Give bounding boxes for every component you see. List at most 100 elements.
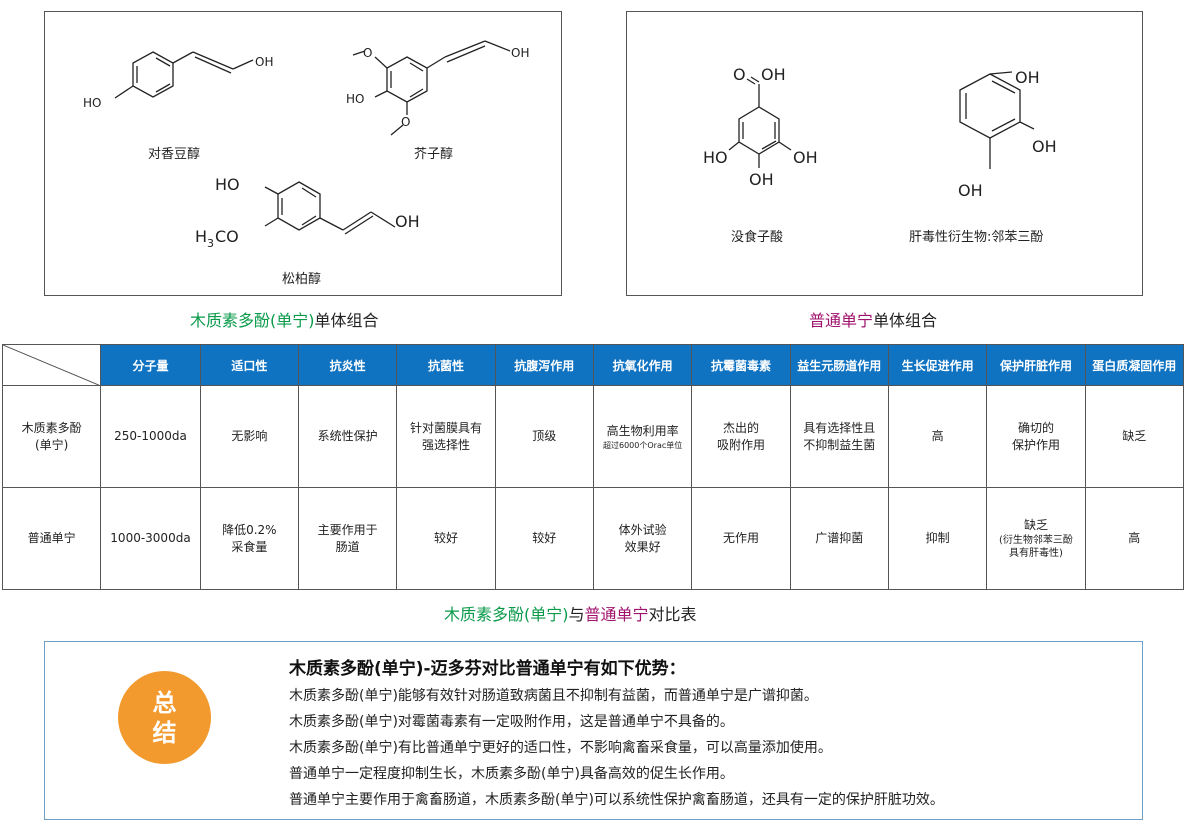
row1-antibacterial-l2: 强选择性 xyxy=(421,437,470,452)
row2-anti-inflammatory: 主要作用于肠道 xyxy=(297,487,398,590)
row1-label-line1: 木质素多酚 xyxy=(21,420,82,435)
table-caption: 木质素多酚(单宁)与普通单宁对比表 xyxy=(444,601,697,625)
mol3-h-label: H xyxy=(195,227,207,246)
row1-anti-inflammatory: 系统性保护 xyxy=(297,385,398,488)
sinapyl-alcohol-name: 芥子醇 xyxy=(414,147,454,162)
summary-line-5: 普通单宁主要作用于禽畜肠道，木质素多酚(单宁)可以系统性保护禽畜肠道，还具有一定… xyxy=(289,792,944,808)
header-prebiotic: 益生元肠道作用 xyxy=(789,344,889,386)
mol1-ho-label: HO xyxy=(83,96,101,110)
sinapyl-alcohol-structure: O HO O OH xyxy=(346,40,529,136)
gallic-acid-name: 没食子酸 xyxy=(731,230,784,245)
summary-line-4: 普通单宁一定程度抑制生长，木质素多酚(单宁)具备高效的促生长作用。 xyxy=(289,766,734,782)
row1-liver-l2: 保护作用 xyxy=(1011,437,1060,452)
row1-mycotoxin-l1: 杰出的 xyxy=(722,420,759,435)
gallic-oh-right-label: OH xyxy=(793,148,818,167)
gallic-ho-left-label: HO xyxy=(703,148,728,167)
summary-line-1: 木质素多酚(单宁)能够有效针对肠道致病菌且不抑制有益菌，而普通单宁是广谱抑菌。 xyxy=(289,688,818,704)
row1-mw: 250-1000da xyxy=(100,385,201,488)
row1-palatability: 无影响 xyxy=(199,385,299,488)
mol3-oh-label: OH xyxy=(395,212,420,231)
row2-liver-l1: 缺乏 xyxy=(1023,518,1048,532)
row1-prebiotic: 具有选择性且不抑制益生菌 xyxy=(789,385,889,488)
row2-protein: 高 xyxy=(1084,487,1185,590)
summary-line-2: 木质素多酚(单宁)对霉菌毒素有一定吸附作用，这是普通单宁不具备的。 xyxy=(289,714,734,730)
coniferyl-alcohol-name: 松柏醇 xyxy=(282,272,322,287)
pyrogallol-oh1-label: OH xyxy=(1015,68,1040,87)
summary-badge-char2: 结 xyxy=(152,719,177,747)
row1-prebiotic-l2: 不抑制益生菌 xyxy=(803,437,876,452)
summary-title: 木质素多酚(单宁)-迈多芬对比普通单宁有如下优势： xyxy=(289,659,686,679)
left-structures-caption: 木质素多酚(单宁)单体组合 xyxy=(190,307,379,331)
row2-anti-inflammatory-l1: 主要作用于 xyxy=(317,522,378,537)
row1-antibacterial-l1: 针对菌膜具有 xyxy=(409,420,482,435)
pyrogallol-structure: OH OH OH xyxy=(958,68,1057,200)
mol1-oh-label: OH xyxy=(255,55,273,69)
pyrogallol-name: 肝毒性衍生物:邻苯三酚 xyxy=(909,230,1044,245)
row1-mycotoxin: 杰出的吸附作用 xyxy=(691,385,791,488)
row1-antioxidant-l1: 高生物利用率 xyxy=(606,423,679,438)
row2-mycotoxin: 无作用 xyxy=(691,487,791,590)
mol3-subscript-3: 3 xyxy=(207,237,214,250)
row2-palatability-l2: 采食量 xyxy=(231,539,268,554)
row1-label-line2: (单宁) xyxy=(34,437,69,452)
left-caption-rest: 单体组合 xyxy=(314,311,379,330)
header-antibacterial: 抗菌性 xyxy=(396,344,496,386)
left-caption-colored: 木质素多酚(单宁) xyxy=(190,311,315,330)
row1-anti-diarrhea: 顶级 xyxy=(494,385,594,488)
header-liver-protection: 保护肝脏作用 xyxy=(986,344,1086,386)
header-palatability: 适口性 xyxy=(199,344,299,386)
table-caption-part4: 对比表 xyxy=(648,605,697,624)
header-protein-coagulation: 蛋白质凝固作用 xyxy=(1084,344,1185,386)
gallic-oh-top-label: OH xyxy=(761,65,786,84)
row1-mycotoxin-l2: 吸附作用 xyxy=(716,437,765,452)
row2-palatability-l1: 降低0.2% xyxy=(222,522,277,537)
row2-antioxidant-l1: 体外试验 xyxy=(618,522,667,537)
table-row-lignin-polyphenol: 木质素多酚 (单宁) 250-1000da 无影响 系统性保护 针对菌膜具有强选… xyxy=(1,385,1185,488)
row1-liver-l1: 确切的 xyxy=(1017,420,1054,435)
comparison-table: 分子量 适口性 抗炎性 抗菌性 抗腹泻作用 抗氧化作用 抗霉菌毒素 益生元肠道作… xyxy=(1,344,1185,590)
right-structures-caption: 普通单宁单体组合 xyxy=(809,307,937,331)
row1-protein: 缺乏 xyxy=(1084,385,1185,488)
row2-mw: 1000-3000da xyxy=(100,487,201,590)
mol3-ho-label: HO xyxy=(215,175,240,194)
row2-antibacterial: 较好 xyxy=(396,487,496,590)
row1-antioxidant-l2: 超过6000个Orac单位 xyxy=(603,440,683,450)
header-molecular-weight: 分子量 xyxy=(100,344,201,386)
row2-anti-diarrhea: 较好 xyxy=(494,487,594,590)
row1-label: 木质素多酚 (单宁) xyxy=(1,385,102,488)
gallic-oh-bottom-label: OH xyxy=(749,170,774,189)
row2-liver-l2: (衍生物邻苯三酚 xyxy=(998,535,1073,546)
table-corner-cell xyxy=(1,344,102,386)
row1-liver: 确切的保护作用 xyxy=(986,385,1086,488)
row1-prebiotic-l1: 具有选择性且 xyxy=(803,420,876,435)
header-growth-promotion: 生长促进作用 xyxy=(887,344,988,386)
table-caption-part2: 与 xyxy=(568,605,585,624)
table-header-row: 分子量 适口性 抗炎性 抗菌性 抗腹泻作用 抗氧化作用 抗霉菌毒素 益生元肠道作… xyxy=(1,344,1185,386)
header-anti-diarrhea: 抗腹泻作用 xyxy=(494,344,594,386)
row2-prebiotic: 广谱抑菌 xyxy=(789,487,889,590)
pyrogallol-oh2-label: OH xyxy=(1032,137,1057,156)
row2-palatability: 降低0.2% 采食量 xyxy=(199,487,299,590)
row1-antioxidant: 高生物利用率超过6000个Orac单位 xyxy=(592,385,693,488)
row2-anti-inflammatory-l2: 肠道 xyxy=(335,539,360,554)
mol3-co-label: CO xyxy=(215,227,239,246)
common-tannin-structures-panel: O OH HO OH OH 没食子酸 OH OH OH 肝毒性衍生物:邻苯三酚 xyxy=(626,11,1143,296)
row2-liver: 缺乏 (衍生物邻苯三酚具有肝毒性) xyxy=(986,487,1086,590)
row2-antioxidant: 体外试验效果好 xyxy=(592,487,693,590)
p-coumaryl-alcohol-structure: HO OH xyxy=(83,51,273,110)
header-anti-mycotoxin: 抗霉菌毒素 xyxy=(691,344,791,386)
mol2-o-top-label: O xyxy=(363,46,372,60)
summary-badge: 总 结 xyxy=(118,671,211,764)
header-anti-inflammatory: 抗炎性 xyxy=(297,344,398,386)
row2-growth: 抑制 xyxy=(887,487,988,590)
mol2-ho-label: HO xyxy=(346,92,364,106)
row2-antioxidant-l2: 效果好 xyxy=(624,539,661,554)
row2-liver-l3: 具有肝毒性) xyxy=(1008,548,1063,559)
table-caption-part3: 普通单宁 xyxy=(584,605,649,624)
right-caption-rest: 单体组合 xyxy=(873,311,938,330)
row2-label: 普通单宁 xyxy=(1,487,102,590)
table-row-common-tannin: 普通单宁 1000-3000da 降低0.2% 采食量 主要作用于肠道 较好 较好… xyxy=(1,487,1185,590)
summary-badge-char1: 总 xyxy=(152,689,177,717)
right-caption-colored: 普通单宁 xyxy=(809,311,874,330)
pyrogallol-oh3-label: OH xyxy=(958,181,983,200)
